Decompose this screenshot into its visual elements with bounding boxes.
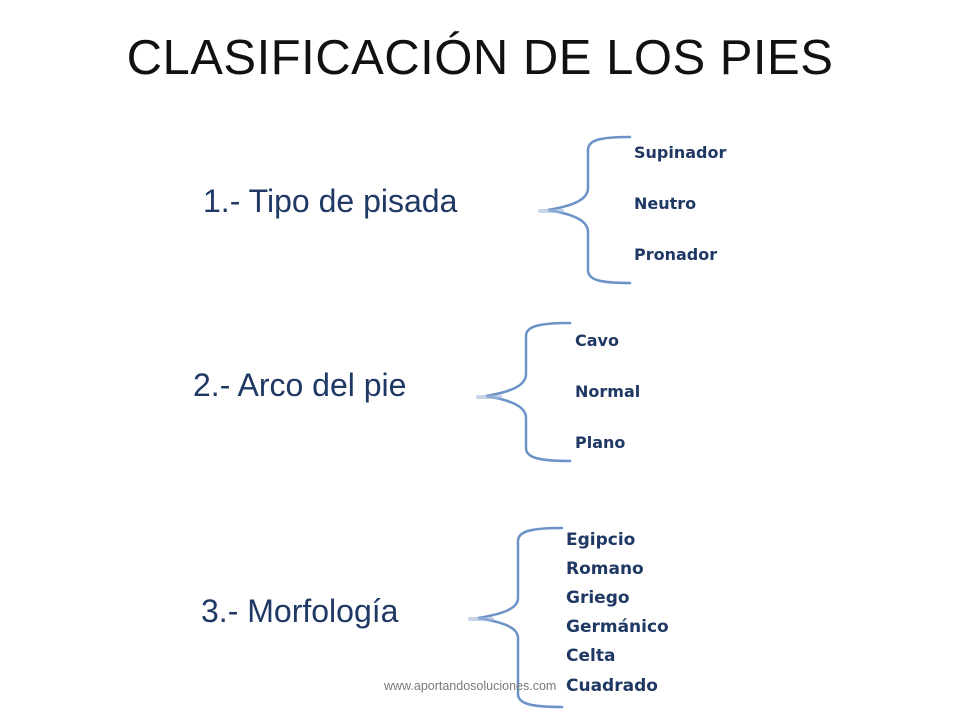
option-cavo: Cavo xyxy=(575,331,619,350)
option-normal: Normal xyxy=(575,382,641,401)
option-germanico: Germánico xyxy=(566,617,669,637)
option-celta: Celta xyxy=(566,646,616,666)
option-cuadrado: Cuadrado xyxy=(566,676,658,696)
option-plano: Plano xyxy=(575,433,626,452)
option-neutro: Neutro xyxy=(634,194,697,213)
category-arco-del-pie: 2.- Arco del pie xyxy=(193,367,407,403)
option-griego: Griego xyxy=(566,588,630,608)
slide-title: CLASIFICACIÓN DE LOS PIES xyxy=(126,31,834,85)
category-tipo-de-pisada: 1.- Tipo de pisada xyxy=(203,183,458,219)
option-supinador: Supinador xyxy=(634,143,727,162)
option-romano: Romano xyxy=(566,559,644,579)
footer-url: www.aportandosoluciones.com xyxy=(384,679,557,693)
category-morfologia: 3.- Morfología xyxy=(201,593,399,629)
option-egipcio: Egipcio xyxy=(566,530,636,550)
option-pronador: Pronador xyxy=(634,245,718,264)
brace-arco-del-pie xyxy=(485,321,572,463)
